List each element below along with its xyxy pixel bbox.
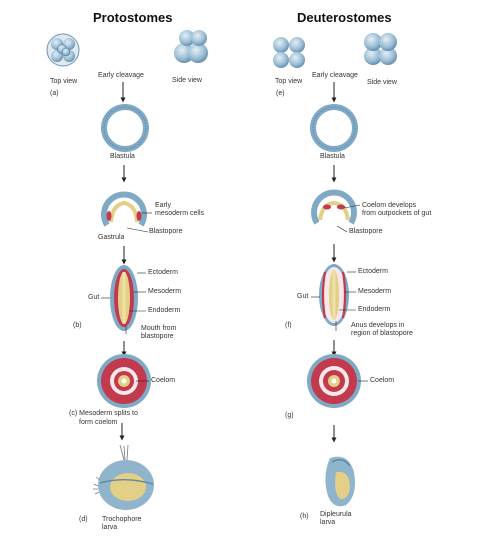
proto-early-mesoderm-label-2: mesoderm cells <box>155 210 205 217</box>
deut-gastrula <box>311 189 361 233</box>
proto-gastrula-label: Gastrula <box>98 234 125 241</box>
deut-larva-label-2: larva <box>320 519 336 526</box>
proto-panel-d-label: (d) <box>79 516 88 523</box>
deut-coelom-label: Coelom <box>370 377 395 384</box>
proto-mesoderm-label: Mesoderm <box>148 288 182 295</box>
deut-panel-e-label: (e) <box>276 90 285 97</box>
deut-coelom-section <box>307 354 368 408</box>
deut-panel-h-label: (h) <box>300 513 309 520</box>
proto-early-mesoderm-label-1: Early <box>155 202 171 209</box>
deuterostomes-heading: Deuterostomes <box>297 10 392 25</box>
deut-panel-f-label: (f) <box>285 322 292 329</box>
proto-top-view-embryo <box>46 33 80 67</box>
proto-blastula <box>101 104 149 152</box>
proto-side-view-label: Side view <box>172 77 202 84</box>
deut-top-view-embryo <box>273 37 305 68</box>
deut-top-view-label: Top view <box>275 78 303 85</box>
deut-anus-label-1: Anus develops in <box>351 322 405 329</box>
proto-elongated-embryo <box>101 265 146 334</box>
proto-panel-a-label: (a) <box>50 90 59 97</box>
proto-larva-label-2: larva <box>102 524 118 531</box>
deut-blastula-label: Blastula <box>320 153 345 160</box>
deut-panel-g-label: (g) <box>285 412 294 419</box>
proto-mouth-label-2: blastopore <box>141 333 174 340</box>
proto-blastula-label: Blastula <box>110 153 135 160</box>
deut-elongated-embryo <box>311 264 356 331</box>
protostomes-heading: Protostomes <box>93 10 173 25</box>
proto-side-view-embryo <box>174 30 208 63</box>
proto-ectoderm-label: Ectoderm <box>148 269 178 276</box>
proto-top-view-label: Top view <box>50 78 78 85</box>
proto-mouth-label-1: Mouth from <box>141 325 177 332</box>
proto-trochophore-larva <box>93 444 154 510</box>
proto-gastrula <box>101 191 152 233</box>
deut-side-view-embryo <box>364 33 397 65</box>
deut-ectoderm-label: Ectoderm <box>358 268 388 275</box>
proto-blastopore-label: Blastopore <box>149 228 183 235</box>
deut-early-cleavage-label: Early cleavage <box>312 72 358 79</box>
deut-anus-label-2: region of blastopore <box>351 330 413 337</box>
proto-coelom-section <box>97 354 151 408</box>
deut-side-view-label: Side view <box>367 79 397 86</box>
proto-endoderm-label: Endoderm <box>148 307 181 314</box>
proto-splits-label-1: (c) Mesoderm splits to <box>69 410 138 417</box>
deut-dipleurula-larva <box>325 456 355 507</box>
proto-splits-label-2: form coelom <box>79 419 118 426</box>
deut-mesoderm-label: Mesoderm <box>358 288 392 295</box>
deut-endoderm-label: Endoderm <box>358 306 391 313</box>
proto-early-cleavage-label: Early cleavage <box>98 72 144 79</box>
proto-panel-b-label: (b) <box>73 322 82 329</box>
deut-blastula <box>310 104 358 152</box>
proto-larva-label-1: Trochophore <box>102 516 142 523</box>
proto-coelom-label: Coelom <box>151 377 176 384</box>
deut-blastopore-label: Blastopore <box>349 228 383 235</box>
deut-larva-label-1: Dipleurula <box>320 511 352 518</box>
deut-coelom-develops-label-1: Coelom develops <box>362 202 417 209</box>
deut-gut-label: Gut <box>297 293 309 300</box>
deut-coelom-develops-label-2: from outpockets of gut <box>362 210 432 217</box>
proto-gut-label: Gut <box>88 294 100 301</box>
